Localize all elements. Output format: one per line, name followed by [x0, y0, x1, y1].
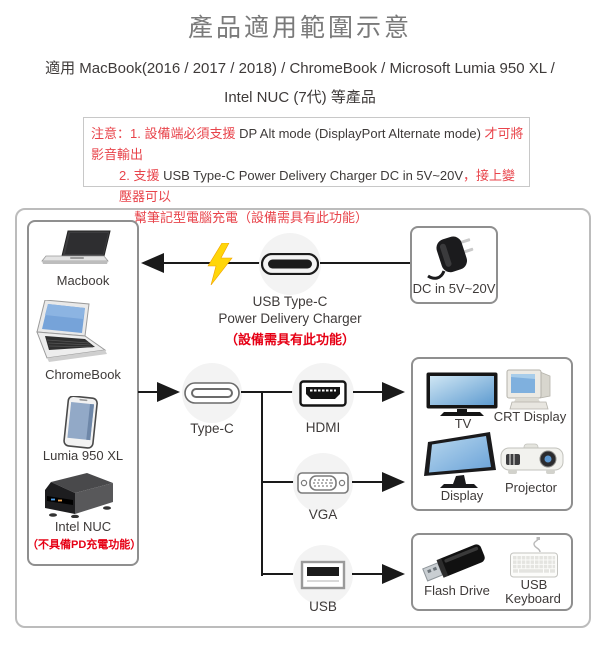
- notice-box: 注意：1. 設備端必須支援 DP Alt mode (DisplayPort A…: [83, 117, 530, 225]
- usb-circle: [293, 545, 353, 605]
- typec-port-icon: [184, 382, 240, 404]
- hdmi-circle: [292, 363, 354, 425]
- line-hdmi-out: [353, 391, 383, 393]
- charger-note: （設備需具有此功能）: [224, 332, 355, 347]
- lightning-bolt-icon: [207, 243, 233, 285]
- lumia-label: Lumia 950 XL: [42, 448, 124, 463]
- usb-typec-plug-icon: [261, 253, 319, 275]
- usb-label: USB: [309, 599, 337, 614]
- notice-line-1: 注意：1. 設備端必須支援 DP Alt mode (DisplayPort A…: [91, 126, 524, 162]
- arrow-right-hdmi-icon: [382, 382, 405, 402]
- display-label: Display: [440, 488, 484, 503]
- line-typec-left: [138, 391, 158, 393]
- display-icon: [424, 432, 496, 488]
- chromebook-label: ChromeBook: [45, 367, 121, 382]
- flash-drive-label: Flash Drive: [424, 583, 490, 598]
- vga-circle: [293, 453, 353, 513]
- vga-label: VGA: [308, 507, 338, 522]
- subtitle-line-1: 適用 MacBook(2016 / 2017 / 2018) / ChromeB…: [45, 60, 555, 77]
- projector-label: Projector: [504, 480, 558, 495]
- power-adapter-icon: [427, 236, 474, 280]
- crt-display-label: CRT Display: [493, 409, 567, 424]
- dc-label: DC in 5V~20V: [412, 281, 496, 296]
- notice-line-3: 幫筆記型電腦充電（設備需具有此功能）: [134, 210, 369, 225]
- macbook-label: Macbook: [56, 273, 110, 288]
- tv-label: TV: [454, 416, 472, 431]
- page-title: 產品適用範圍示意: [187, 14, 412, 42]
- arrow-right-usb-icon: [382, 564, 405, 584]
- arrow-left-icon: [141, 253, 164, 273]
- hdmi-label: HDMI: [305, 420, 341, 435]
- lumia-phone-icon: [63, 396, 98, 449]
- line-usb-out: [352, 573, 383, 575]
- hdmi-port-icon: [299, 380, 347, 407]
- nuc-label: Intel NUC: [54, 519, 112, 534]
- line-vga-out: [352, 481, 383, 483]
- typec-plug-circle: [259, 233, 321, 295]
- typec-label: Type-C: [190, 421, 234, 436]
- subtitle: 適用 MacBook(2016 / 2017 / 2018) / ChromeB…: [0, 54, 600, 112]
- charger-label-line1: USB Type-C: [252, 294, 328, 309]
- intel-nuc-icon: [45, 473, 113, 518]
- macbook-icon: [41, 230, 111, 264]
- line-branch-vertical: [261, 391, 263, 576]
- chromebook-icon: [36, 300, 107, 362]
- notice-line-2: 2. 支援 USB Type-C Power Delivery Charger …: [119, 168, 516, 204]
- nuc-pd-note: （不具備PD充電功能）: [27, 539, 142, 551]
- usb-keyboard-label-line2: Keyboard: [505, 591, 561, 606]
- usb-port-icon: [300, 560, 346, 590]
- arrow-right-typec-icon: [157, 382, 180, 402]
- usb-keyboard-icon: [510, 537, 558, 578]
- diagram-frame: [15, 208, 591, 628]
- line-charger-right: [320, 262, 411, 264]
- arrow-right-vga-icon: [382, 472, 405, 492]
- subtitle-line-2: Intel NUC (7代) 等產品: [224, 89, 376, 106]
- tv-icon: [426, 372, 498, 416]
- projector-icon: [500, 443, 564, 474]
- usb-keyboard-label-line1: USB: [520, 577, 548, 592]
- vga-port-icon: [297, 472, 349, 494]
- line-vga-left: [261, 481, 294, 483]
- typec-port-circle: [182, 363, 242, 423]
- line-typec-hdmi: [241, 391, 293, 393]
- crt-display-icon: [506, 369, 551, 410]
- flash-drive-icon: [422, 544, 485, 582]
- charger-label-line2: Power Delivery Charger: [218, 311, 362, 326]
- line-usb-left: [261, 573, 294, 575]
